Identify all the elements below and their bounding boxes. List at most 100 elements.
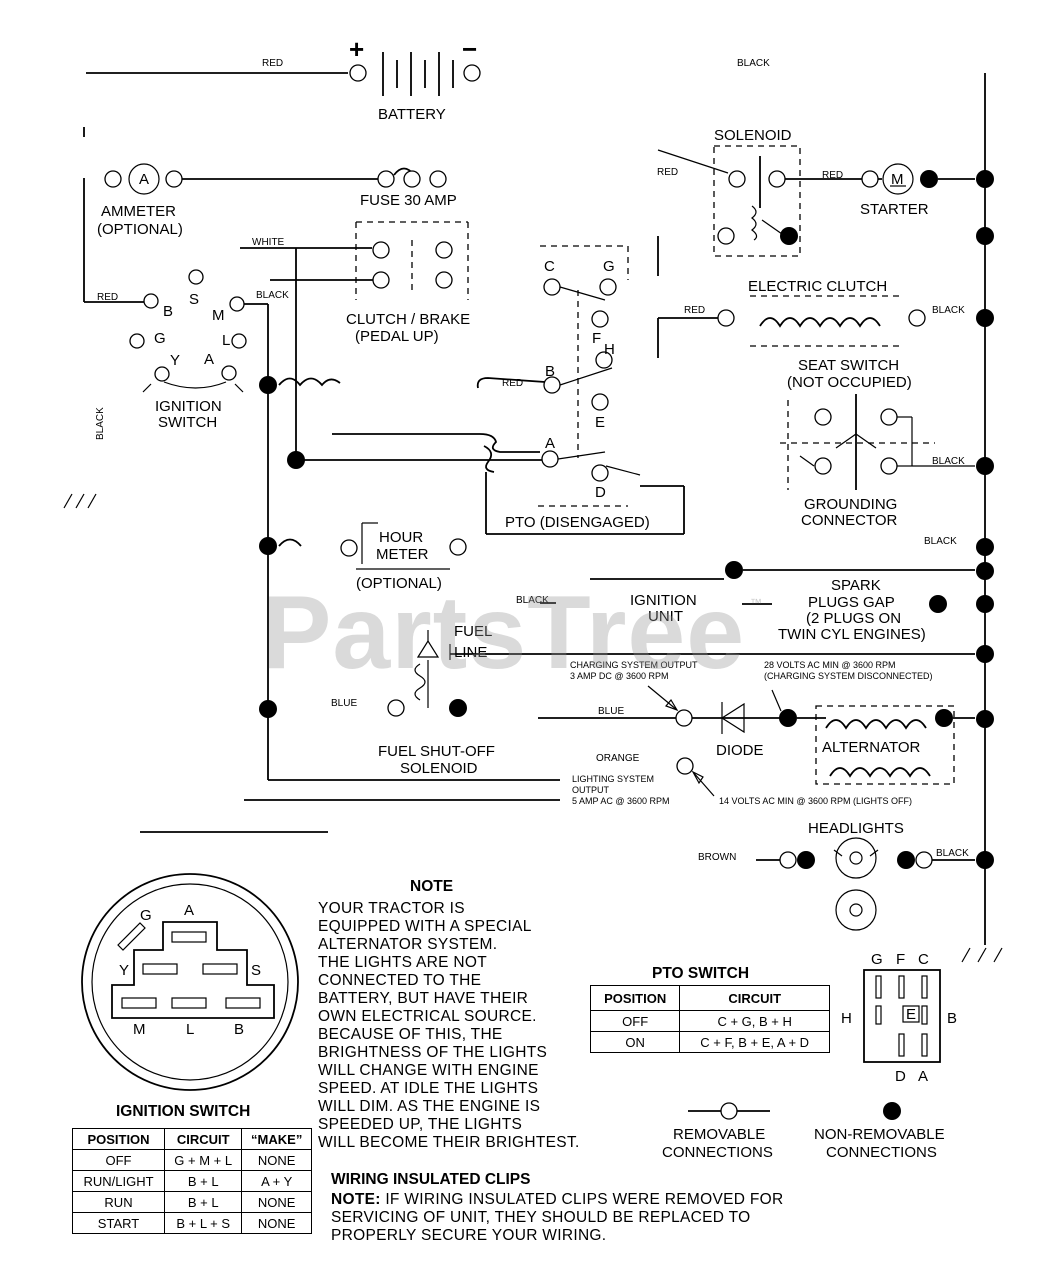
- ignition-table-title: IGNITION SWITCH: [116, 1103, 251, 1120]
- pto-terminal-e: E: [595, 414, 605, 431]
- wire-label-blue-charging: BLUE: [598, 706, 624, 717]
- pto-table-title: PTO SWITCH: [652, 965, 750, 982]
- pto-face-top-f: F: [896, 951, 905, 968]
- ignition-terminal-b: B: [163, 303, 173, 320]
- clutch-brake-sub: (PEDAL UP): [355, 328, 439, 345]
- non-removable-connection-symbol: [883, 1102, 901, 1120]
- clips-line-1: NOTE: IF WIRING INSULATED CLIPS WERE REM…: [331, 1191, 783, 1209]
- hour-meter-label: HOUR: [379, 529, 423, 546]
- note-line: EQUIPPED WITH A SPECIAL: [318, 918, 532, 935]
- ammeter: A AMMETER (OPTIONAL): [97, 163, 378, 238]
- fuel-solenoid-sub: SOLENOID: [400, 760, 478, 777]
- grounding-connector-sub: CONNECTOR: [801, 512, 898, 529]
- fuse-label: FUSE 30 AMP: [360, 192, 457, 209]
- non-removable-label-2: CONNECTIONS: [826, 1144, 937, 1161]
- seat-switch: SEAT SWITCH (NOT OCCUPIED) BLACK: [780, 357, 975, 490]
- note-line: BECAUSE OF THIS, THE: [318, 1026, 503, 1043]
- note-line: SPEED. AT IDLE THE LIGHTS: [318, 1080, 539, 1097]
- wire-label-black-ignition-unit: BLACK: [516, 595, 549, 606]
- pto-cell: C + G, B + H: [679, 1010, 830, 1032]
- wire-label-orange: ORANGE: [596, 753, 640, 764]
- note-line: SPEEDED UP, THE LIGHTS: [318, 1116, 523, 1133]
- fuel-line-label-1: FUEL: [454, 623, 492, 640]
- note-line: YOUR TRACTOR IS: [318, 900, 465, 917]
- hour-meter: HOUR METER (OPTIONAL): [340, 522, 467, 592]
- note-title: NOTE: [410, 878, 454, 895]
- starter-letter: M: [891, 171, 904, 188]
- diode-label: DIODE: [716, 742, 764, 759]
- solenoid: SOLENOID RED RED: [657, 127, 882, 276]
- wire-label-red-starter: RED: [822, 170, 843, 181]
- ignition-unit-label: IGNITION: [630, 592, 697, 609]
- charging-output-label-2: 3 AMP DC @ 3600 RPM: [570, 671, 669, 681]
- pto-disengaged-label: PTO (DISENGAGED): [505, 514, 650, 531]
- ign-face-letter-m: M: [133, 1021, 146, 1038]
- ign-face-letter-g: G: [140, 907, 152, 924]
- ignition-terminal-y: Y: [170, 352, 180, 369]
- removable-label-2: CONNECTIONS: [662, 1144, 773, 1161]
- lighting-output-label-3: 5 AMP AC @ 3600 RPM: [572, 796, 670, 806]
- note-line: CONNECTED TO THE: [318, 972, 482, 989]
- clutch-brake-switch: WHITE CLUTCH / BRAKE (PEDAL UP): [240, 221, 470, 460]
- spark-plug-label-2: PLUGS GAP: [808, 594, 895, 611]
- table-row: OFF C + G, B + H: [589, 1010, 830, 1032]
- ignition-switch-label: IGNITION: [155, 398, 222, 415]
- ignition-terminal-s: S: [189, 291, 199, 308]
- battery-label: BATTERY: [378, 106, 446, 123]
- wire-label-red-clutch: RED: [684, 305, 705, 316]
- ign-cell: B + L: [164, 1170, 243, 1192]
- battery-minus-sign: −: [462, 34, 477, 64]
- ign-cell: RUN: [71, 1191, 166, 1213]
- ign-cell: NONE: [241, 1191, 312, 1213]
- starter-motor: M STARTER: [860, 163, 975, 218]
- battery-plus-sign: +: [349, 34, 364, 64]
- non-removable-label-1: NON-REMOVABLE: [814, 1126, 945, 1143]
- note-line: OWN ELECTRICAL SOURCE.: [318, 1008, 537, 1025]
- ign-cell: A + Y: [241, 1170, 312, 1192]
- wire-label-black-vertical: BLACK: [95, 407, 106, 440]
- alternator-label: ALTERNATOR: [822, 739, 921, 756]
- fuel-shutoff-solenoid: FUEL LINE BLUE FUEL SHUT-OFF SOLENOID: [331, 623, 975, 777]
- ground-bus: [961, 73, 1003, 963]
- wire-label-black-ign: BLACK: [256, 290, 289, 301]
- note-line: ALTERNATOR SYSTEM.: [318, 936, 498, 953]
- battery: + − BATTERY RED: [86, 34, 481, 123]
- pto-table-header-circuit: CIRCUIT: [679, 985, 830, 1011]
- removable-label-1: REMOVABLE: [673, 1126, 765, 1143]
- ignition-switch-face: G A Y S M L B: [81, 873, 299, 1091]
- spark-plug-label-3: (2 PLUGS ON: [806, 610, 901, 627]
- wire-label-red-ign: RED: [97, 292, 118, 303]
- ign-cell: B + L: [164, 1191, 243, 1213]
- headlights: HEADLIGHTS BROWN BLACK: [698, 820, 975, 931]
- electric-clutch-label: ELECTRIC CLUTCH: [748, 278, 887, 295]
- spark-plug-label-4: TWIN CYL ENGINES): [778, 626, 926, 643]
- wire-label-black-headlights: BLACK: [936, 848, 969, 859]
- ignition-terminal-l: L: [222, 332, 230, 349]
- wire-label-black-ground: BLACK: [924, 536, 957, 547]
- ign-table-header-position: POSITION: [71, 1128, 166, 1150]
- ign-face-letter-l: L: [186, 1021, 194, 1038]
- battery-positive-terminal: [349, 64, 367, 82]
- wire-label-white: WHITE: [252, 237, 285, 248]
- table-row: OFF G + M + L NONE: [71, 1149, 312, 1171]
- wire-label-black-top: BLACK: [737, 58, 770, 69]
- note-line: BATTERY, BUT HAVE THEIR: [318, 990, 529, 1007]
- pto-face-top-c: C: [918, 951, 929, 968]
- pto-face-bottom-a: A: [918, 1068, 928, 1085]
- ign-face-letter-y: Y: [119, 962, 129, 979]
- lighting-output-label-2: OUTPUT: [572, 785, 610, 795]
- ign-cell: B + L + S: [164, 1212, 243, 1234]
- pto-terminal-a: A: [545, 435, 555, 452]
- ign-face-letter-b: B: [234, 1021, 244, 1038]
- electric-clutch: ELECTRIC CLUTCH RED BLACK: [657, 278, 965, 358]
- note-line: WILL DIM. AS THE ENGINE IS: [318, 1098, 541, 1115]
- pto-terminal-h: H: [604, 341, 615, 358]
- ign-cell: START: [71, 1212, 166, 1234]
- wire-label-black-clutch: BLACK: [932, 305, 965, 316]
- solenoid-label: SOLENOID: [714, 127, 792, 144]
- ign-cell: G + M + L: [164, 1149, 243, 1171]
- ignition-terminal-g: G: [154, 330, 166, 347]
- clips-note-label: NOTE:: [331, 1191, 381, 1208]
